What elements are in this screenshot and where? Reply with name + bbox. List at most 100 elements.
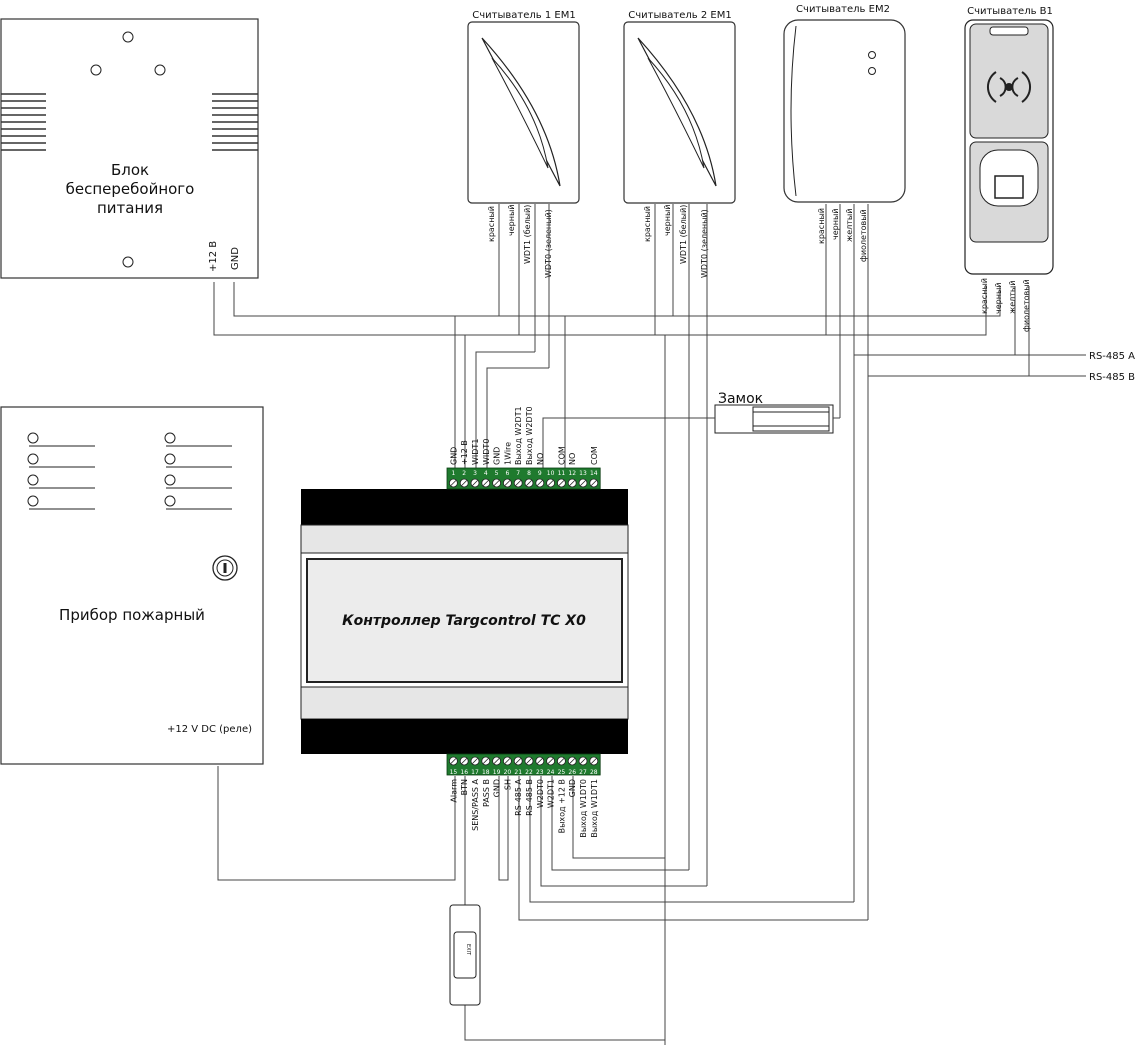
top-terminal-label: NO: [568, 453, 577, 465]
ups-title-line1: Блок: [111, 161, 149, 179]
exit-button-device: EXIT: [449, 904, 481, 1006]
fire-panel-title: Прибор пожарный: [59, 606, 205, 624]
reader-em2-wire-labels: красный черный желтый фиолетовый: [817, 208, 868, 262]
top-terminal-number: 13: [579, 470, 587, 477]
contactless-icon: [987, 71, 1031, 103]
top-terminal-number: 6: [505, 470, 509, 477]
reader-2-wire-labels: красный черный WDT1 (белый) WDT0 (зелены…: [643, 205, 709, 278]
ups-title-line2: бесперебойного: [66, 180, 195, 198]
top-terminal-label: WIDT0: [482, 439, 491, 465]
bottom-terminal-number: 23: [536, 769, 544, 776]
wires: [213, 204, 1086, 1045]
bottom-terminal-slot: [472, 758, 478, 764]
top-terminal-label: COM: [590, 446, 599, 465]
top-terminal-number: 4: [484, 470, 488, 477]
reader-1-em1: Считыватель 1 EM1: [467, 10, 580, 204]
bottom-terminal-label: Выход W1DT0: [579, 779, 588, 838]
bottom-terminal-slot: [515, 758, 521, 764]
rs485-b-label: RS-485 B: [1089, 372, 1135, 383]
rs485-a-label: RS-485 A: [1089, 351, 1135, 362]
reader-b1-wire-red: красный: [980, 278, 989, 314]
ups-vent-right: [212, 93, 258, 151]
top-terminal-slot: [472, 480, 478, 486]
top-terminal-label: 1Wire: [503, 442, 512, 465]
top-terminal-slot: [493, 480, 500, 486]
top-terminal-slot: [515, 480, 521, 486]
top-terminal-number: 2: [462, 470, 466, 477]
reader-2-wire-red: красный: [643, 206, 652, 242]
reader-b1-title: Считыватель B1: [967, 6, 1053, 17]
top-terminal-number: 8: [527, 470, 531, 477]
bottom-terminal-number: 16: [460, 769, 468, 776]
top-terminal-label: WIDT1: [471, 439, 480, 465]
fire-panel-relay-label: +12 V DC (реле): [167, 724, 252, 735]
bottom-terminal-label: BTN: [460, 779, 469, 795]
bottom-terminal-label: RS-485 B: [525, 779, 534, 816]
top-terminal-number: 12: [568, 470, 576, 477]
reader-1-wire-wdt1: WDT1 (белый): [523, 205, 532, 264]
reader-em2-title: Считыватель EM2: [796, 4, 890, 15]
fire-panel-indicators-right: [164, 432, 232, 510]
ups-pin-gnd: GND: [230, 247, 241, 270]
bottom-terminal-number: 28: [590, 769, 598, 776]
top-terminal-label: COM: [557, 446, 566, 465]
bottom-terminal-slot: [537, 758, 543, 764]
top-terminal-slot: [537, 480, 543, 486]
bottom-terminal-number: 27: [579, 769, 587, 776]
top-terminal-label: NO: [536, 453, 545, 465]
top-terminal-label: +12 В: [460, 440, 469, 465]
bottom-terminal-label: SENS/PASS A: [471, 778, 480, 830]
top-terminal-slot: [450, 480, 457, 486]
top-terminal-slot: [504, 480, 511, 486]
top-terminal-number: 7: [516, 470, 520, 477]
top-terminal-strip: [446, 467, 601, 490]
reader-b1-wire-violet: фиолетовый: [1022, 279, 1031, 332]
reader-em2-wire-violet: фиолетовый: [859, 209, 868, 262]
bottom-terminal-label: PASS B: [482, 779, 491, 807]
reader-b1-wire-yellow: желтый: [1008, 281, 1017, 314]
top-terminal-slot: [461, 480, 467, 486]
bottom-terminal-strip: [446, 753, 601, 776]
top-terminal-label: GND: [449, 447, 458, 465]
top-terminal-label: Выход W2DT1: [514, 406, 523, 465]
controller-title: Контроллер Targcontrol TC X0: [342, 613, 586, 629]
reader-2-wire-wdt1: WDT1 (белый): [679, 205, 688, 264]
bottom-terminal-number: 20: [504, 769, 512, 776]
top-terminal-number: 10: [547, 470, 555, 477]
reader-b1-wire-labels: красный черный желтый фиолетовый: [980, 278, 1031, 332]
reader-em2-wire-yellow: желтый: [845, 209, 854, 242]
bottom-terminal-label: Alarm: [449, 779, 458, 803]
bottom-terminal-slot: [461, 758, 467, 764]
bottom-terminal-number: 25: [558, 769, 566, 776]
bottom-terminal-number: 21: [514, 769, 522, 776]
bottom-terminal-label: Выход W1DT1: [590, 779, 599, 838]
magnetic-lock: Замок: [714, 391, 834, 434]
bottom-terminal-slot: [591, 758, 597, 764]
bottom-terminal-label: W2DT0: [536, 779, 545, 808]
ups-pin-plus: +12 В: [208, 241, 219, 272]
bottom-terminal-slot: [569, 758, 575, 764]
bottom-terminal-slot: [483, 758, 489, 764]
top-terminal-slot: [558, 480, 565, 486]
top-terminal-number: 9: [538, 470, 542, 477]
bottom-terminal-label: Выход +12 В: [557, 779, 566, 833]
bottom-terminal-label: W2DT1: [547, 779, 556, 808]
lock-label: Замок: [718, 391, 763, 407]
ups-title-line3: питания: [97, 199, 163, 217]
reader-b1: Считыватель B1: [964, 6, 1054, 275]
bottom-terminal-slot: [504, 758, 511, 764]
bottom-terminal-label: RS-485 A: [514, 778, 523, 815]
lock-key-icon: [212, 555, 238, 581]
bottom-terminal-number: 22: [525, 769, 533, 776]
bottom-terminal-number: 24: [547, 769, 555, 776]
reader-1-wire-black: черный: [507, 205, 516, 236]
bottom-terminal-number: 17: [471, 769, 479, 776]
reader-2-em1: Считыватель 2 EM1: [623, 10, 736, 204]
top-terminal-slot: [483, 480, 489, 486]
fire-panel: Прибор пожарный +12 V DC (реле): [0, 406, 264, 765]
reader-2-wire-black: черный: [663, 205, 672, 236]
ups-unit: Блок бесперебойного питания +12 В GND: [0, 18, 259, 279]
reader-b1-wire-black: черный: [994, 283, 1003, 314]
